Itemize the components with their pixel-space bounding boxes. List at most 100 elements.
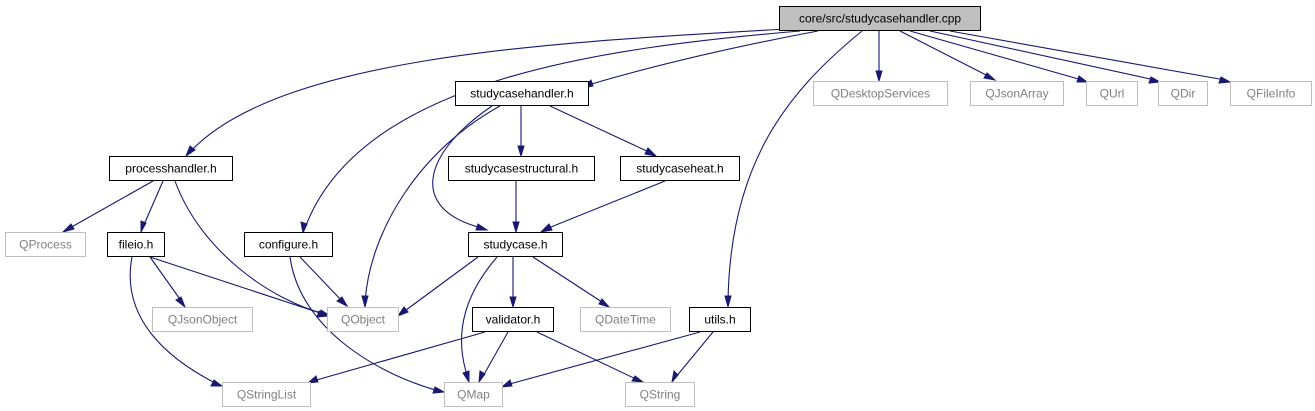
edge-line <box>189 28 787 153</box>
edge-arrowhead <box>462 370 470 384</box>
node-qdesktopservices: QDesktopServices <box>813 81 948 106</box>
edge-arrowhead <box>175 296 187 309</box>
edge-line <box>142 180 164 228</box>
node-label: QJsonArray <box>985 87 1048 101</box>
edge-utils-to-qmap <box>500 331 701 388</box>
edge-line <box>289 256 440 392</box>
node-label: processhandler.h <box>125 162 216 176</box>
node-root[interactable]: core/src/studycasehandler.cpp <box>779 6 981 31</box>
node-label: QString <box>640 388 681 402</box>
node-label: studycaseheat.h <box>636 162 723 176</box>
node-label: validator.h <box>486 313 541 327</box>
edge-line <box>532 256 606 305</box>
node-box <box>1158 81 1208 106</box>
edge-arrowhead <box>598 298 611 308</box>
node-label: configure.h <box>259 238 318 252</box>
edge-arrowhead <box>300 221 308 235</box>
node-fileio[interactable]: fileio.h <box>107 232 165 257</box>
edge-configure-to-qmap <box>289 256 446 394</box>
node-box <box>580 307 671 332</box>
edge-validator-to-qstring <box>536 331 645 383</box>
edge-arrowhead <box>644 147 658 157</box>
node-processhandler[interactable]: processhandler.h <box>109 156 233 181</box>
node-studycasehandler-h[interactable]: studycasehandler.h <box>455 81 589 106</box>
node-box <box>444 382 503 407</box>
node-box <box>1230 81 1312 106</box>
node-label: studycasehandler.h <box>470 87 573 101</box>
node-box <box>472 307 554 332</box>
node-configure[interactable]: configure.h <box>244 232 333 257</box>
edge-studycase-to-qmap <box>460 256 498 384</box>
edge-line <box>549 105 652 154</box>
node-label: QMap <box>457 388 490 402</box>
node-box <box>152 307 253 332</box>
node-qmap: QMap <box>444 382 503 407</box>
graph-nodes: core/src/studycasehandler.cpp processhand… <box>5 6 1312 407</box>
edge-root-to-qjsonarray <box>899 30 997 81</box>
edge-processhandler-to-fileio <box>140 180 164 234</box>
edge-root-to-configure <box>300 30 801 235</box>
node-label: studycase.h <box>483 238 547 252</box>
edge-arrowhead <box>1218 76 1232 84</box>
edge-fileio-to-qstringlist <box>129 256 224 387</box>
edge-arrowhead <box>432 386 446 394</box>
node-qurl: QUrl <box>1086 81 1138 106</box>
node-qjsonobject: QJsonObject <box>152 307 253 332</box>
node-studycaseheat[interactable]: studycaseheat.h <box>620 156 740 181</box>
edge-studycaseheat-to-studycase <box>539 180 666 233</box>
edge-line <box>129 256 218 385</box>
edge-line <box>536 331 639 381</box>
edge-line <box>545 180 666 230</box>
node-label: QDateTime <box>595 313 656 327</box>
node-studycase[interactable]: studycase.h <box>468 232 563 257</box>
node-label: QUrl <box>1100 87 1125 101</box>
edge-root-to-qurl <box>909 30 1089 83</box>
node-box <box>813 81 948 106</box>
edge-studycasehandler-h-to-qobject <box>361 105 501 309</box>
node-box <box>1086 81 1138 106</box>
node-validator[interactable]: validator.h <box>472 307 554 332</box>
edge-arrowhead <box>1076 75 1089 83</box>
edge-line <box>312 331 486 382</box>
edge-utils-to-qstring <box>671 331 714 384</box>
edge-studycasehandler-h-to-studycasestructural <box>517 106 525 158</box>
edge-line <box>481 331 509 379</box>
edge-arrowhead <box>306 375 319 384</box>
node-utils[interactable]: utils.h <box>689 307 751 332</box>
edge-line <box>727 30 863 303</box>
node-box <box>455 81 589 106</box>
node-label: QProcess <box>19 238 72 252</box>
node-box <box>689 307 751 332</box>
edge-arrowhead <box>336 296 349 308</box>
node-label: QObject <box>341 313 386 327</box>
edge-arrowhead <box>1148 76 1162 84</box>
edge-line <box>364 105 501 303</box>
node-studycasestructural[interactable]: studycasestructural.h <box>448 156 595 181</box>
node-label: QDir <box>1171 87 1196 101</box>
edge-arrowhead <box>875 70 883 83</box>
edge-arrowhead <box>500 379 513 388</box>
edge-line <box>949 30 1226 81</box>
node-box <box>109 156 233 181</box>
edge-line <box>899 30 991 78</box>
node-qprocess: QProcess <box>5 232 86 257</box>
edge-arrowhead <box>361 295 369 309</box>
edge-processhandler-to-qprocess <box>61 180 154 233</box>
edge-line <box>460 256 498 379</box>
edge-arrowhead <box>539 223 553 233</box>
edge-studycasehandler-h-to-studycaseheat <box>549 105 658 157</box>
node-qstring: QString <box>625 382 695 407</box>
edge-validator-to-qstringlist <box>306 331 486 384</box>
node-box <box>970 81 1064 106</box>
edge-arrowhead <box>631 375 645 383</box>
edge-configure-to-qobject <box>299 256 349 308</box>
node-label: fileio.h <box>119 238 154 252</box>
edge-arrowhead <box>509 296 517 309</box>
graph-edges <box>61 28 1232 394</box>
edge-line <box>505 331 701 386</box>
edge-fileio-to-qjsonobject <box>149 256 187 309</box>
edge-studycasehandler-h-to-studycase <box>432 105 493 231</box>
edge-line <box>299 256 344 303</box>
node-box <box>620 156 740 181</box>
node-box <box>5 232 86 257</box>
